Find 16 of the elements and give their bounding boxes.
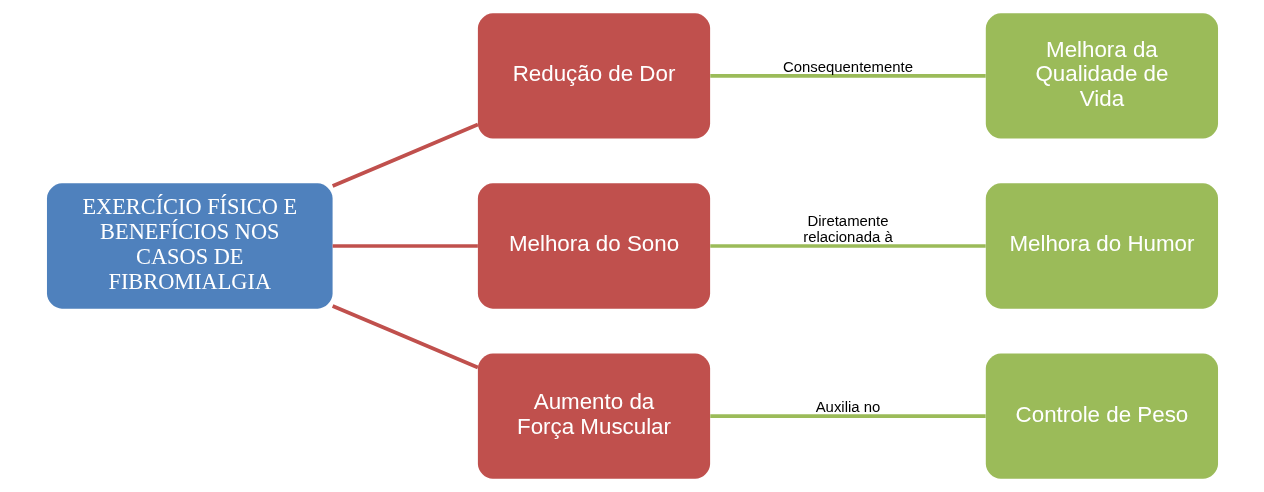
node-box: Aumento da Força Muscular [477,353,710,479]
connector [709,74,986,78]
node-box: Controle de Peso [985,353,1218,479]
node-box: Melhora da Qualidade de Vida [985,13,1218,139]
connector [332,244,478,248]
node-box: EXERCÍCIO FÍSICO E BENEFÍCIOS NOS CASOS DE FIBROMIALGIA [46,183,333,309]
node-box: Melhora do Humor [985,183,1218,309]
edge-label: Consequentemente [782,58,913,75]
edge-label: Auxilia no [815,398,880,415]
node-box: Redução de Dor [477,13,710,139]
connector [331,122,479,188]
connector [709,244,986,248]
node-box: Melhora do Sono [477,183,710,309]
edge-label: Diretamente relacionada à [802,212,893,245]
connector [331,304,479,370]
connector [709,414,986,418]
